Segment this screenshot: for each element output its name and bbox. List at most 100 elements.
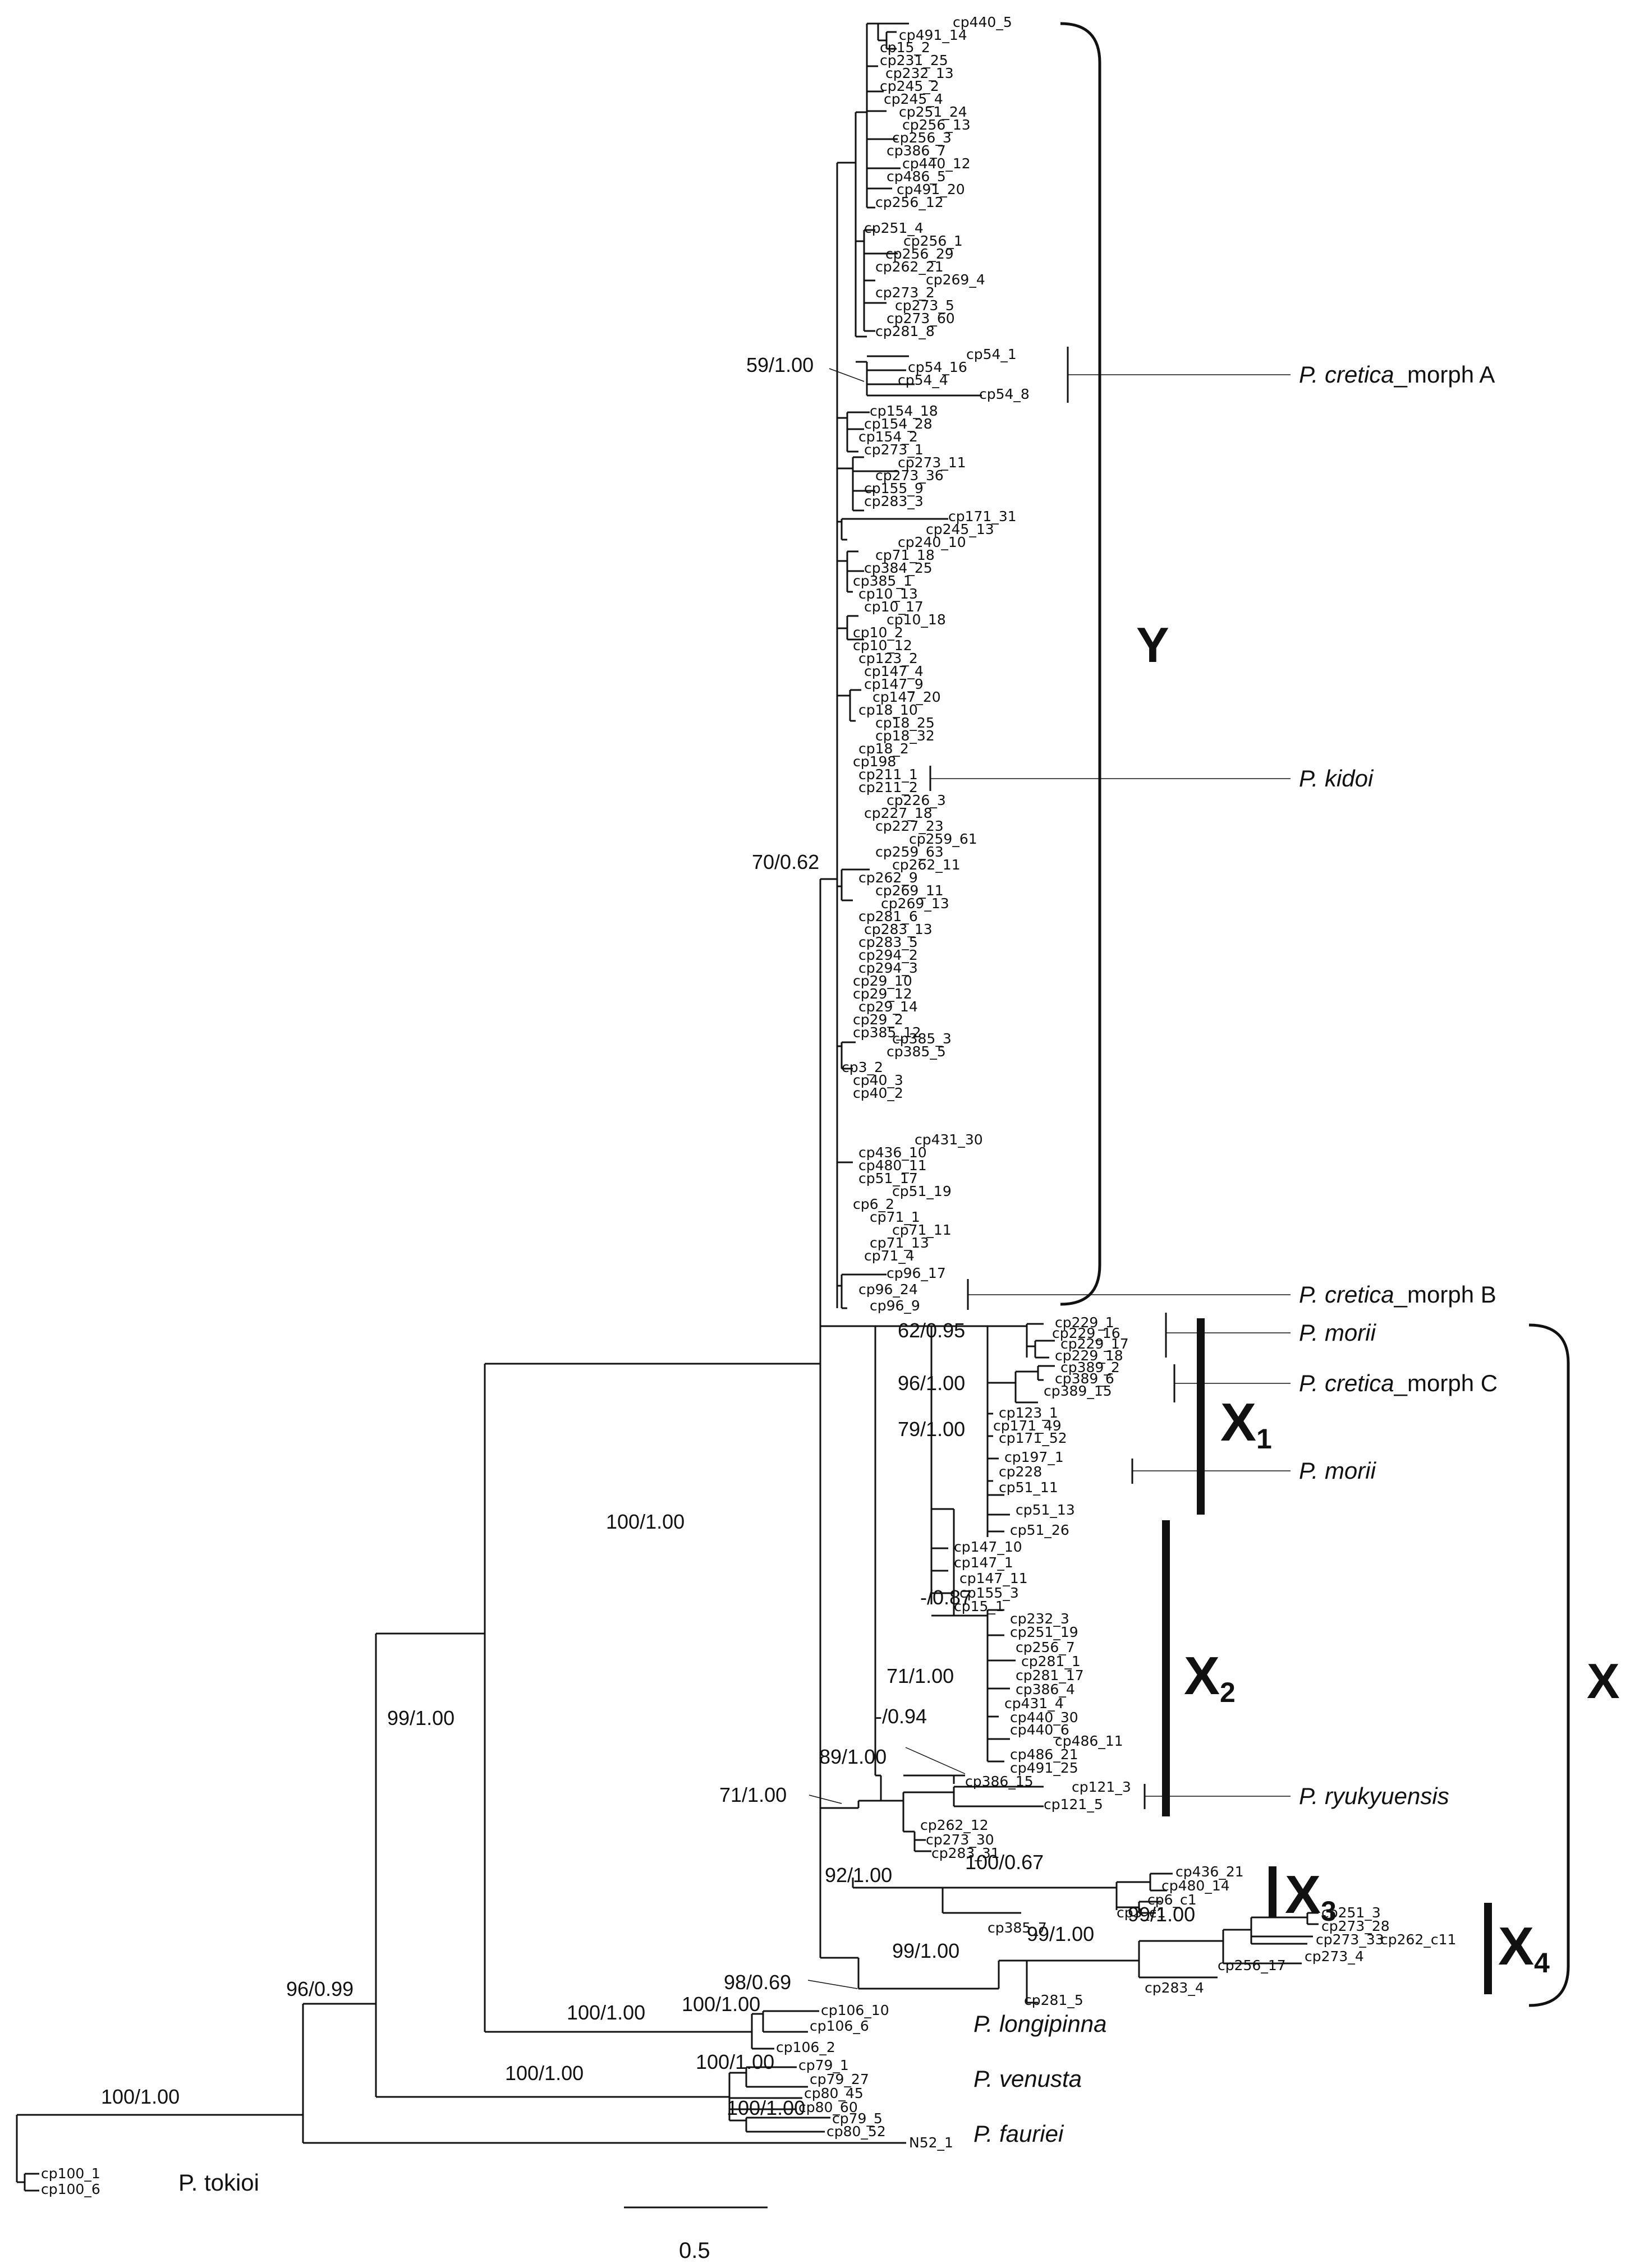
leaf-label: cp273_30 — [926, 1832, 994, 1848]
x-bracket — [1528, 1323, 1570, 2007]
support-value: 99/1.00 — [387, 1706, 454, 1729]
leaf-label: cp281_6 — [858, 908, 918, 924]
support-values: 59/1.00 70/0.62 62/0.95 96/1.00 79/1.00 … — [101, 353, 1195, 2119]
leaf-label: cp389_15 — [1044, 1383, 1112, 1399]
leaf-label: cp79_27 — [810, 2071, 869, 2087]
leaf-label: cp54_1 — [966, 346, 1017, 362]
leaf-label: cp18_25 — [875, 715, 935, 731]
leaf-label: cp436_10 — [858, 1144, 927, 1161]
support-value: 100/1.00 — [682, 1993, 760, 2016]
leaf-label: cp256_13 — [902, 117, 971, 133]
leaf-label: cp171_31 — [948, 508, 1017, 525]
leaf-label: cp262_12 — [920, 1817, 989, 1833]
leaf-label: cp245_4 — [884, 91, 943, 107]
leaf-label: cp80_45 — [804, 2085, 864, 2101]
leaf-label: cp273_36 — [875, 467, 944, 484]
species-label-fauriei: P. fauriei — [973, 2120, 1064, 2147]
leaf-label: cp100_6 — [41, 2181, 100, 2197]
leaf-label: cp18_10 — [858, 702, 918, 718]
leaf-label: cp226_3 — [887, 792, 946, 808]
leaf-label: cp262_9 — [858, 870, 918, 886]
leaf-label: cp486_11 — [1055, 1733, 1123, 1749]
species-label-kidoi: P. kidoi — [1299, 765, 1374, 792]
support-value: 100/0.67 — [965, 1851, 1044, 1874]
support-value: 96/0.99 — [286, 1977, 353, 2000]
leaf-label: cp15_2 — [880, 39, 930, 56]
leaf-label: cp29_12 — [853, 986, 912, 1002]
leaf-label: cp273_2 — [875, 284, 935, 301]
species-label-morph-b: P. cretica_morph B — [1299, 1281, 1496, 1308]
leaf-label: cp431_30 — [915, 1131, 983, 1148]
support-value: 89/1.00 — [819, 1745, 887, 1768]
leaf-label: cp147_10 — [954, 1539, 1022, 1555]
leaf-label: cp262_21 — [875, 259, 944, 275]
clade-x — [852, 1323, 1319, 2004]
species-label-morii-2: P. morii — [1299, 1457, 1377, 1484]
leaf-label: cp10_18 — [887, 611, 946, 628]
species-label-morph-a: P. cretica_morph A — [1299, 361, 1495, 388]
leaf-label: cp281_8 — [875, 323, 935, 339]
leaf-label: cp10_12 — [853, 637, 912, 654]
leaf-label: cp256_17 — [1218, 1957, 1286, 1973]
leaf-label: cp147_4 — [864, 663, 924, 679]
leaf-label: cp256_12 — [875, 194, 944, 210]
species-annotations: P. cretica_morph A P. kidoi P. cretica_m… — [178, 347, 1498, 2196]
leaf-label: cp80_52 — [826, 2123, 886, 2140]
leaf-label: cp385_1 — [853, 573, 912, 589]
leaf-label: cp262_c11 — [1380, 1931, 1456, 1948]
leaf-label: cp256_1 — [903, 233, 963, 249]
leaf-label: cp251_3 — [1321, 1904, 1381, 1921]
leaf-label: cp6_2 — [853, 1196, 894, 1212]
support-value: 100/1.00 — [505, 2062, 584, 2085]
leaf-label: cp155_9 — [864, 480, 924, 496]
leaf-label: cp281_1 — [1021, 1653, 1081, 1669]
tree-backbone — [16, 163, 858, 2192]
clade-markers: Y X X1 X2 X3 X4 — [1060, 22, 1620, 2007]
leaf-label: cp283_3 — [864, 493, 924, 509]
scale-bar-label: 0.5 — [679, 2238, 710, 2263]
leaf-label: cp227_18 — [864, 805, 933, 821]
leaf-label: cp273_28 — [1321, 1918, 1390, 1934]
leaf-label: cp123_2 — [858, 650, 918, 666]
leaf-label: cp486_21 — [1010, 1746, 1078, 1763]
leaf-label: cp71_4 — [864, 1248, 915, 1264]
support-value: 100/1.00 — [696, 2050, 774, 2073]
leaf-label: cp232_3 — [1010, 1611, 1069, 1627]
leaf-label: cp232_13 — [885, 65, 954, 81]
leaf-label: cp251_24 — [899, 104, 967, 120]
leaf-label: cp389_6 — [1055, 1370, 1114, 1387]
leaf-label: cp96_17 — [887, 1265, 946, 1281]
leaf-label: cp3_c1 — [1117, 1904, 1166, 1921]
leaf-label: cp80_60 — [798, 2099, 858, 2115]
leaf-label: cp71_1 — [870, 1209, 920, 1225]
support-value: 70/0.62 — [752, 850, 819, 873]
leaf-label: cp6_c1 — [1147, 1892, 1197, 1908]
leaf-label: cp229_1 — [1055, 1314, 1114, 1331]
leaf-label: cp155_3 — [959, 1585, 1019, 1601]
leaf-label: cp386_15 — [965, 1773, 1034, 1789]
leaf-label: cp54_16 — [908, 359, 967, 375]
leaf-label: cp491_25 — [1010, 1760, 1078, 1776]
leaf-label: cp228 — [999, 1464, 1042, 1480]
leaf-label: cp147_11 — [959, 1570, 1028, 1586]
leaf-label: cp273_33 — [1316, 1931, 1384, 1948]
leaf-label: cp440_12 — [902, 155, 971, 172]
leaf-label: cp385_3 — [892, 1031, 952, 1047]
leaf-label: cp121_3 — [1072, 1779, 1131, 1795]
clade-y — [837, 22, 982, 1309]
leaf-label: cp273_4 — [1305, 1948, 1364, 1965]
leaf-label: cp389_2 — [1060, 1359, 1120, 1375]
clade-label-x2: X2 — [1184, 1646, 1236, 1708]
leaf-label: cp51_11 — [999, 1479, 1058, 1496]
leaf-label: cp198 — [853, 753, 896, 770]
support-value: 100/1.00 — [567, 2001, 645, 2024]
leaf-label: cp40_2 — [853, 1085, 903, 1101]
leaf-label: cp269_13 — [881, 895, 949, 912]
leaf-label: cp79_1 — [798, 2057, 849, 2073]
species-label-morph-c: P. cretica_morph C — [1299, 1370, 1498, 1396]
leaf-label: cp227_23 — [875, 818, 944, 834]
leaf-label: cp251_19 — [1010, 1624, 1078, 1640]
leaf-label: cp51_19 — [892, 1183, 952, 1199]
support-value: 71/1.00 — [887, 1664, 954, 1687]
leaf-label: cp245_2 — [880, 78, 939, 94]
